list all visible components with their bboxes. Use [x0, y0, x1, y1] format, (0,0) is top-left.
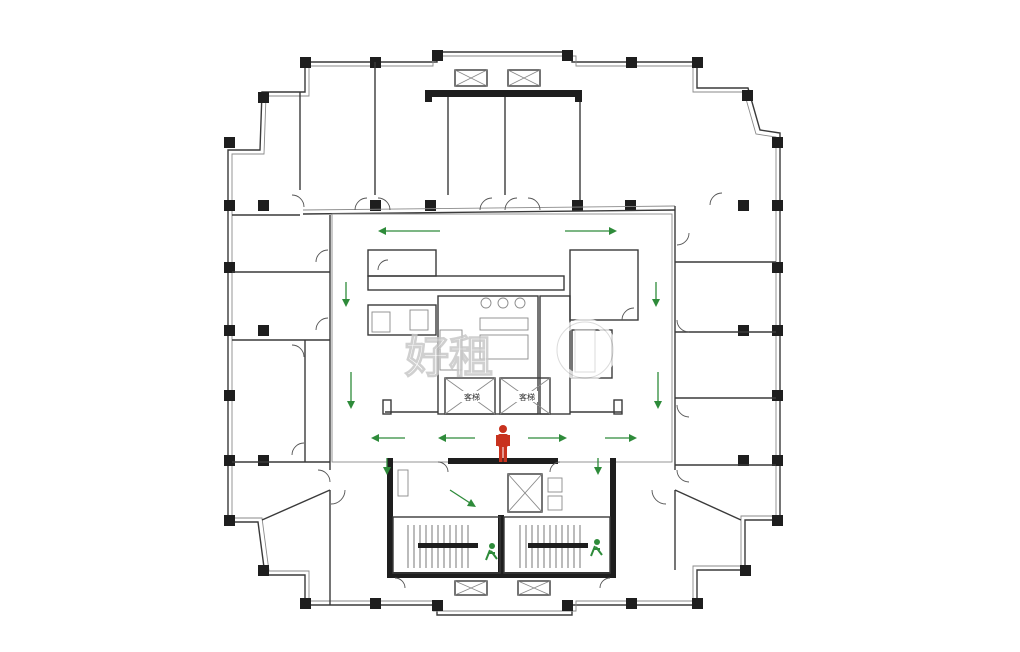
watermark-logo-icon: [553, 318, 617, 382]
person-icon: [496, 425, 510, 462]
columns: [224, 50, 783, 611]
elevator-label: 客梯: [519, 392, 535, 402]
elevator-label: 客梯: [464, 392, 480, 402]
doors: [291, 192, 723, 589]
evacuation-arrows: [342, 227, 662, 507]
core: 客梯 客梯: [367, 249, 639, 415]
office-partitions: [232, 62, 776, 605]
stair-core: [387, 458, 616, 596]
corridor: [331, 213, 673, 463]
watermark-text: 好租: [404, 332, 493, 383]
emergency-exit-icon: [590, 539, 603, 557]
emergency-exit-icon: [485, 543, 498, 561]
